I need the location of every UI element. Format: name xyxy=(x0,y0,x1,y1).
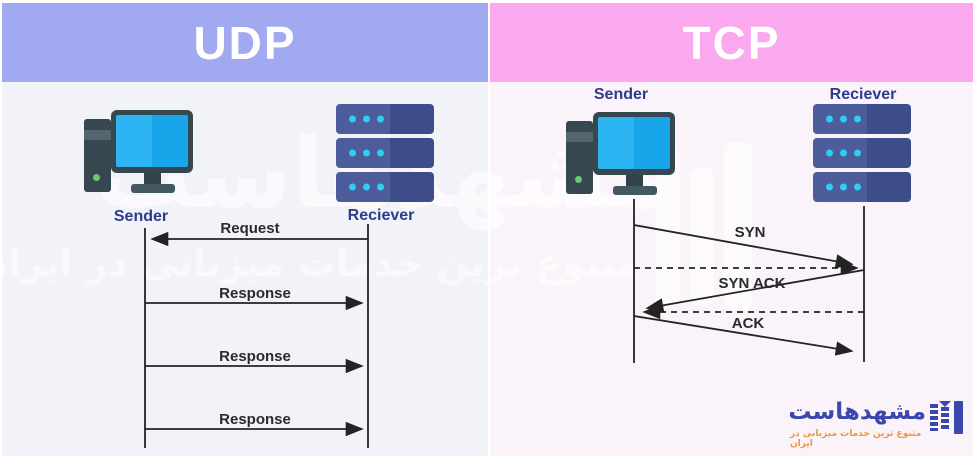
server-unit xyxy=(336,104,434,134)
pc-stand-base xyxy=(613,186,657,195)
udp-message-label: Response xyxy=(219,411,291,428)
pc-screen xyxy=(598,117,670,169)
pc-power-led xyxy=(575,176,582,183)
server-leds xyxy=(826,183,861,191)
brand-logo-bar xyxy=(941,407,949,431)
pc-stand-base xyxy=(131,184,175,193)
pc-stand-neck xyxy=(144,173,161,185)
udp-message-label: Response xyxy=(219,285,291,302)
server-unit xyxy=(813,172,911,202)
tcp-receiver-server-icon xyxy=(813,104,911,206)
udp-sender-label: Sender xyxy=(113,208,169,225)
server-unit xyxy=(336,172,434,202)
pc-tower xyxy=(566,121,593,194)
tcp-header: TCP xyxy=(490,3,973,82)
udp-title: UDP xyxy=(193,16,297,69)
udp-message-label: Request xyxy=(220,220,280,237)
brand-name: مشهدهاست xyxy=(788,399,926,425)
tcp-message-label: SYN ACK xyxy=(718,275,786,292)
tcp-receiver-label: Reciever xyxy=(829,86,897,103)
brand-logo-bar xyxy=(954,401,963,434)
tcp-panel: TCP xyxy=(490,3,973,456)
udp-panel: UDP xyxy=(2,3,488,456)
tcp-message-label: SYN xyxy=(734,224,766,241)
brand-tagline: متنوع ترین خدمات میزبانی در ایران xyxy=(790,429,922,449)
pc-stand-neck xyxy=(626,175,643,187)
udp-receiver-label: Reciever xyxy=(347,207,415,224)
pc-screen xyxy=(116,115,188,167)
udp-header: UDP xyxy=(2,3,488,82)
tcp-message-label: ACK xyxy=(731,315,765,332)
pc-monitor xyxy=(111,110,193,173)
server-leds xyxy=(349,115,384,123)
pc-tower-stripe xyxy=(84,130,111,140)
server-leds xyxy=(826,149,861,157)
server-unit xyxy=(813,104,911,134)
server-leds xyxy=(826,115,861,123)
server-leds xyxy=(349,183,384,191)
pc-power-led xyxy=(93,174,100,181)
server-leds xyxy=(349,149,384,157)
tcp-sender-computer-icon xyxy=(566,112,678,198)
brand-logo-icon xyxy=(930,401,964,434)
udp-sender-computer-icon xyxy=(84,110,196,196)
pc-tower xyxy=(84,119,111,192)
brand-logo-bar xyxy=(930,404,938,431)
tcp-sender-label: Sender xyxy=(593,86,649,103)
tcp-title: TCP xyxy=(682,16,781,69)
udp-message-label: Response xyxy=(219,348,291,365)
server-unit xyxy=(813,138,911,168)
server-unit xyxy=(336,138,434,168)
pc-tower-stripe xyxy=(566,132,593,142)
pc-monitor xyxy=(593,112,675,175)
brand-logo-chevron xyxy=(939,401,951,407)
udp-receiver-server-icon xyxy=(336,104,434,206)
